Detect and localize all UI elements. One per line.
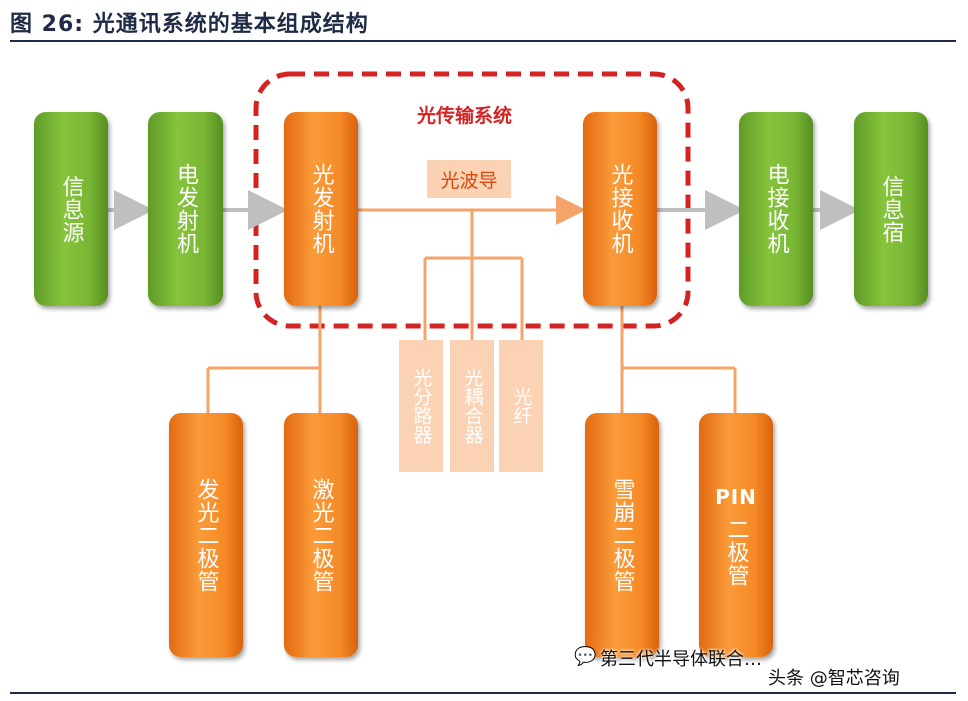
optical-coupler-node: 光耦合器 (450, 340, 494, 472)
optical-receiver-node: 光接收机 (583, 112, 657, 306)
bottom-rule (10, 692, 956, 694)
optical-transmitter-node: 光发射机 (284, 112, 358, 306)
info-sink-node: 信息宿 (854, 112, 928, 306)
transmitter-tree (206, 306, 322, 413)
figure-title: 图 26: 光通讯系统的基本组成结构 (10, 12, 369, 37)
waveguide-tree (423, 210, 524, 340)
laser-diode-node: 激光二极管 (284, 413, 358, 657)
avalanche-diode-node: 雪崩二极管 (585, 413, 659, 657)
wechat-icon: 💬 (574, 646, 597, 667)
info-source-node: 信息源 (34, 112, 108, 306)
watermark-line2: 头条 @智芯咨询 (768, 668, 900, 689)
electrical-transmitter-node: 电发射机 (148, 112, 223, 306)
pin-prefix: PIN (715, 485, 757, 509)
optical-splitter-node: 光分路器 (399, 340, 443, 472)
optical-system-label: 光传输系统 (417, 105, 513, 127)
watermark-line1: 第三代半导体联合… (600, 649, 762, 670)
pin-suffix: 二极管 (723, 518, 749, 587)
waveguide-label: 光波导 (427, 160, 511, 198)
pin-diode-node: PIN 二极管 (699, 413, 773, 657)
electrical-receiver-node: 电接收机 (739, 112, 813, 306)
receiver-tree (620, 306, 737, 413)
optical-fiber-node: 光纤 (499, 340, 543, 472)
title-rule (10, 40, 956, 42)
led-node: 发光二极管 (169, 413, 243, 657)
